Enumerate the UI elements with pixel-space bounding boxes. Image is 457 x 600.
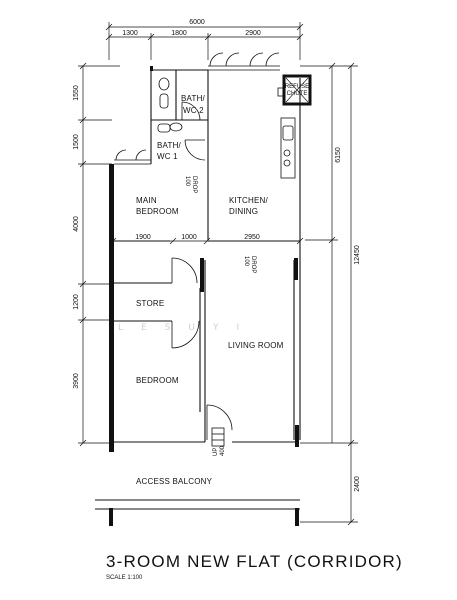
label-bath-wc1-1: BATH/ (157, 141, 182, 150)
label-kitchen-dining-1: KITCHEN/ (229, 196, 269, 205)
refuse-chute-label-1: REFUSE (285, 84, 309, 90)
dim-left-4: 1200 (73, 294, 80, 310)
label-bath-wc2-1: BATH/ (181, 94, 206, 103)
note-drop-living-label: DROP (250, 256, 256, 273)
label-bath-wc2-2: WC 2 (183, 106, 204, 115)
windows (114, 52, 280, 165)
note-up-label: UP (213, 448, 219, 456)
dim-top-seg-2: 1800 (171, 30, 187, 37)
note-up-value: 400 (220, 445, 226, 456)
dim-right-bottom: 2400 (354, 476, 361, 492)
dim-right-partial: 6150 (335, 147, 342, 163)
label-bedroom: BEDROOM (136, 376, 179, 385)
dim-left-5: 3900 (73, 373, 80, 389)
plan-scale: SCALE 1:100 (106, 575, 143, 581)
doors (171, 101, 233, 440)
refuse-chute (282, 74, 312, 106)
dim-left-3: 4000 (73, 216, 80, 232)
top-dimension-lines (105, 22, 304, 60)
partition-walls (95, 69, 301, 510)
refuse-chute-label-2: CHUTE (287, 91, 308, 97)
structural-walls (109, 66, 299, 526)
dim-interior-2: 1000 (181, 234, 197, 241)
dim-top-seg-1: 1300 (122, 30, 138, 37)
dim-interior-1: 1900 (135, 234, 151, 241)
fixtures (157, 77, 296, 179)
note-drop-living-value: 100 (243, 256, 249, 267)
label-store: STORE (136, 299, 164, 308)
watermark: LESUYI (118, 323, 257, 333)
dim-top-seg-3: 2900 (245, 30, 261, 37)
label-main-bedroom-1: MAIN (136, 196, 157, 205)
dim-left-2: 1500 (73, 134, 80, 150)
dim-top-total: 6000 (189, 19, 205, 26)
label-access-balcony: ACCESS BALCONY (136, 477, 213, 486)
label-bath-wc1-2: WC 1 (157, 152, 178, 161)
label-main-bedroom-2: BEDROOM (136, 207, 179, 216)
dim-interior-3: 2950 (244, 234, 260, 241)
dim-left-1: 1550 (73, 85, 80, 101)
note-drop-main-value: 100 (184, 176, 190, 187)
label-kitchen-dining-2: DINING (229, 207, 258, 216)
left-dimension-lines (78, 62, 120, 447)
dim-right-total: 12450 (354, 245, 361, 265)
note-drop-main-label: DROP (191, 176, 197, 193)
label-living-room: LIVING ROOM (228, 341, 284, 350)
plan-title: 3-ROOM NEW FLAT (CORRIDOR) (106, 552, 403, 571)
right-dimension-lines (300, 62, 358, 526)
entry-step (211, 427, 225, 447)
